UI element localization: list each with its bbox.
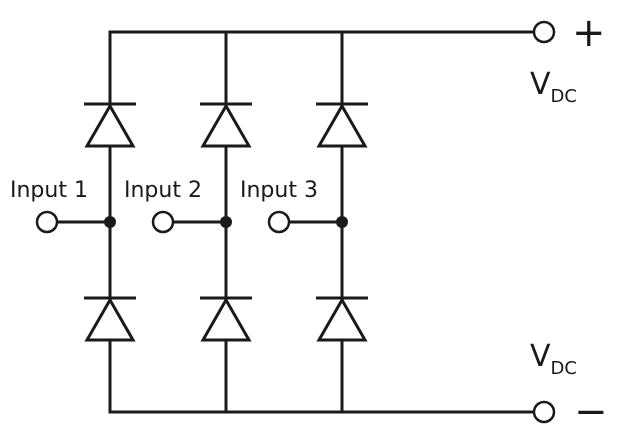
input-1-label: Input 1 — [10, 178, 88, 203]
negative-sign: − — [574, 389, 608, 435]
negative-vdc-symbol: V — [530, 339, 551, 374]
positive-sign: + — [572, 10, 606, 56]
input-2-label: Input 2 — [124, 178, 202, 203]
bridge-leg-3: Input 3 — [240, 30, 368, 414]
negative-vdc-subscript: DC — [551, 358, 577, 379]
input-2-terminal — [151, 210, 175, 234]
input-3-label: Input 3 — [240, 178, 318, 203]
negative-output: − VDC — [530, 339, 608, 435]
positive-vdc-subscript: DC — [551, 86, 577, 107]
upper-diode-3 — [316, 102, 368, 148]
junction-dot-2 — [220, 216, 232, 228]
lower-diode-3 — [316, 296, 368, 342]
lower-diode-1 — [84, 296, 136, 342]
positive-output: + VDC — [530, 10, 606, 107]
upper-diode-2 — [200, 102, 252, 148]
bridge-leg-1: Input 1 — [10, 30, 136, 414]
positive-vdc-symbol: V — [530, 67, 551, 102]
junction-dot-1 — [104, 216, 116, 228]
bridge-leg-2: Input 2 — [124, 30, 252, 414]
positive-output-terminal — [532, 20, 556, 44]
input-3-terminal — [267, 210, 291, 234]
positive-vdc-label: VDC — [530, 67, 577, 107]
upper-diode-1 — [84, 102, 136, 148]
negative-output-terminal — [532, 400, 556, 424]
negative-vdc-label: VDC — [530, 339, 577, 379]
input-1-terminal — [35, 210, 59, 234]
junction-dot-3 — [336, 216, 348, 228]
lower-diode-2 — [200, 296, 252, 342]
